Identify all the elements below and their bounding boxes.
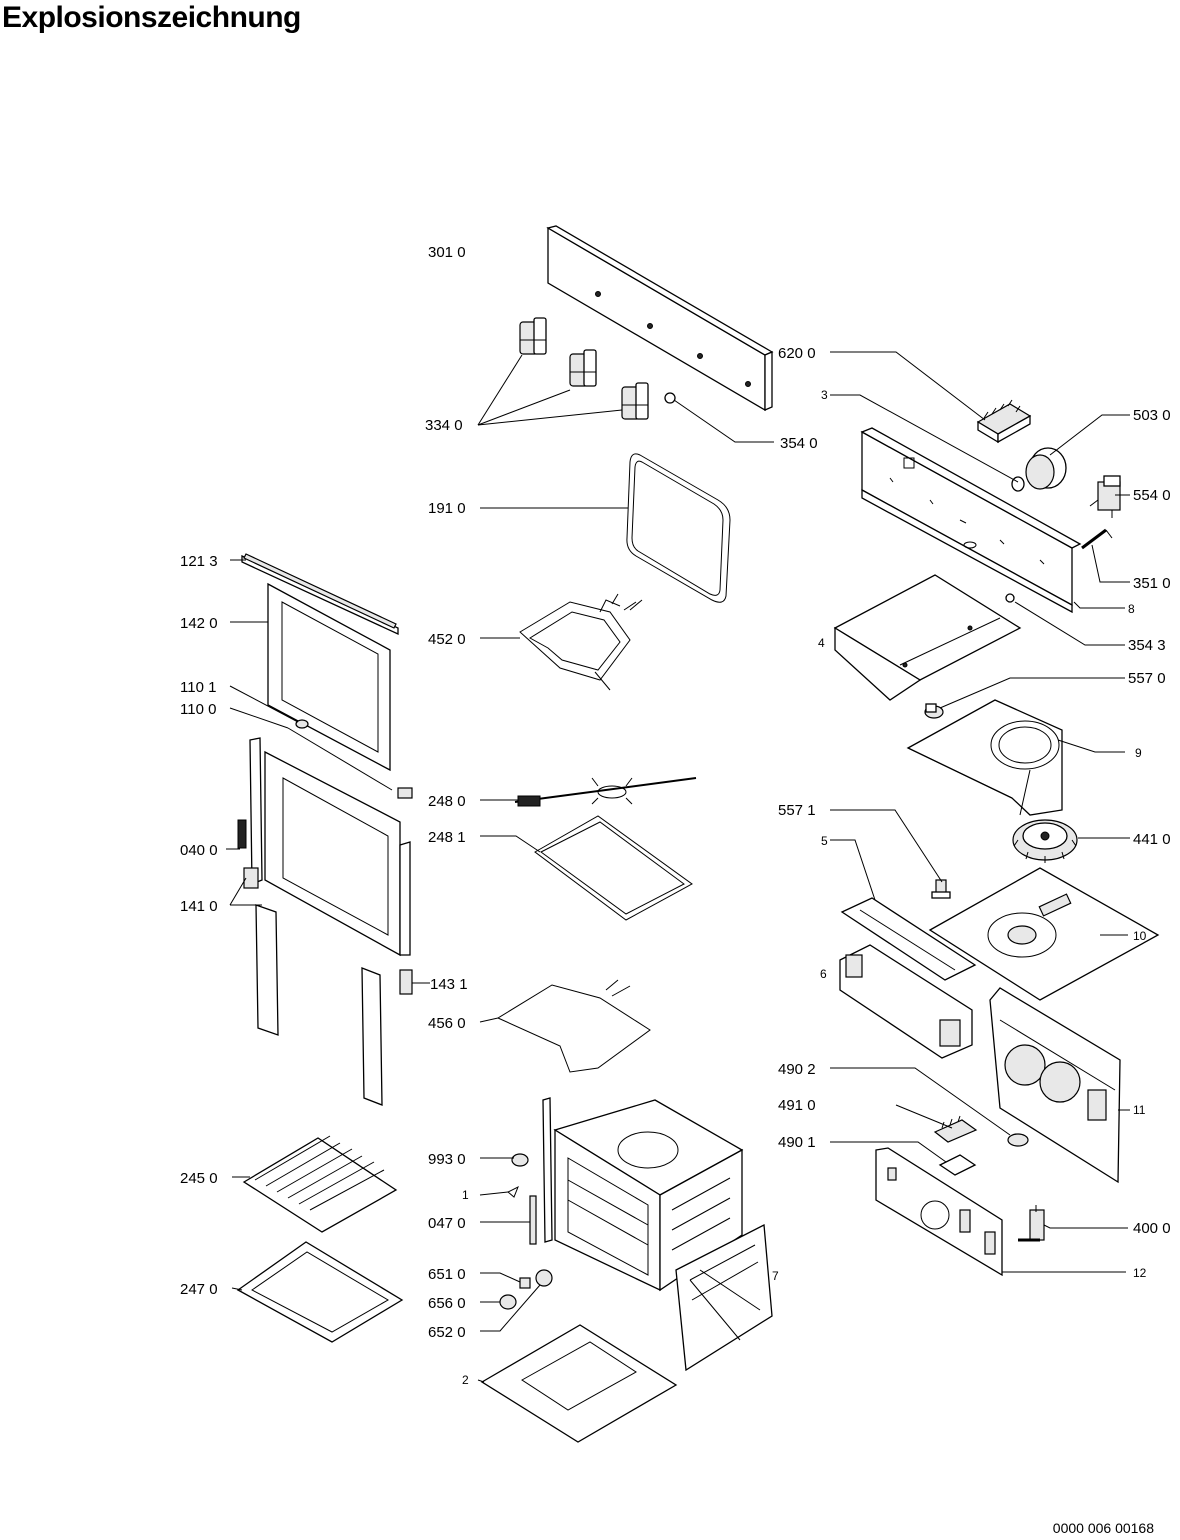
selector-switch-drawing <box>1089 475 1121 518</box>
document-code: 0000 006 00168 <box>1052 1520 1154 1536</box>
label-4: 4 <box>818 636 825 650</box>
oven-cavity-drawing <box>542 1097 744 1292</box>
label-12: 12 <box>1133 1266 1147 1280</box>
label-651-0: 651 0 <box>428 1266 466 1283</box>
label-110-0: 110 0 <box>180 701 216 718</box>
label-334-0: 334 0 <box>425 417 463 434</box>
leader-lines <box>226 351 1130 1383</box>
label-247-0: 247 0 <box>180 1281 218 1298</box>
bottom-heater-drawing <box>496 979 651 1073</box>
grill-rack-drawing <box>242 1135 398 1233</box>
side-wall-drawing <box>675 1223 773 1372</box>
heat-shield-drawing <box>833 574 1022 701</box>
fan-wheel-drawing <box>1012 819 1078 863</box>
label-8: 8 <box>1128 602 1135 616</box>
label-652-0: 652 0 <box>428 1324 466 1341</box>
door-gasket-drawing <box>626 453 731 603</box>
label-456-0: 456 0 <box>428 1015 466 1032</box>
label-557-0: 557 0 <box>1128 670 1166 687</box>
timer-drawing <box>1011 447 1067 492</box>
glass-strip-drawings <box>255 904 383 1106</box>
label-620-0: 620 0 <box>778 345 816 362</box>
label-248-0: 248 0 <box>428 793 466 810</box>
label-491-0: 491 0 <box>778 1097 816 1114</box>
label-490-1: 490 1 <box>778 1134 816 1151</box>
rear-wall-drawing <box>928 867 1160 1001</box>
label-400-0: 400 0 <box>1133 1220 1171 1237</box>
label-993-0: 993 0 <box>428 1151 466 1168</box>
label-503-0: 503 0 <box>1133 407 1171 424</box>
page-title: Explosionszeichnung <box>2 1 301 34</box>
label-11: 11 <box>1133 1103 1146 1117</box>
outer-glass-drawing <box>267 582 391 772</box>
lamp-sensor-drawing <box>1018 1205 1045 1242</box>
label-121-3: 121 3 <box>180 553 218 570</box>
label-5: 5 <box>821 834 828 848</box>
rail-drawing <box>840 897 977 981</box>
control-bracket-drawing <box>860 427 1082 614</box>
control-panel-drawing <box>546 225 774 412</box>
knob-drawings <box>519 317 676 420</box>
control-board-drawing <box>875 1147 1003 1277</box>
label-2: 2 <box>462 1373 469 1387</box>
thermostat-2-drawing <box>931 879 951 899</box>
label-656-0: 656 0 <box>428 1295 466 1312</box>
label-557-1: 557 1 <box>778 802 816 819</box>
rotisserie-rack-drawing <box>534 815 693 921</box>
side-panel-drawing <box>839 944 973 1059</box>
label-248-1: 248 1 <box>428 829 466 846</box>
bottom-panel-drawing <box>480 1324 678 1443</box>
label-142-0: 142 0 <box>180 615 218 632</box>
door-handle-drawing <box>287 719 413 799</box>
baking-tray-drawing <box>236 1241 404 1343</box>
small-parts-drawing <box>933 1115 1029 1176</box>
label-9: 9 <box>1135 746 1142 760</box>
label-191-0: 191 0 <box>428 500 466 517</box>
part-labels: 301 0 620 0 3 503 0 334 0 354 0 554 0 19… <box>180 244 1171 1387</box>
sensor-probe-drawing <box>1081 528 1113 550</box>
label-354-0: 354 0 <box>780 435 818 452</box>
top-heater-drawing <box>519 593 643 691</box>
label-110-1: 110 1 <box>180 679 216 696</box>
label-452-0: 452 0 <box>428 631 466 648</box>
label-6: 6 <box>820 967 827 981</box>
terminal-block-drawing <box>976 399 1032 444</box>
label-10: 10 <box>1133 929 1147 943</box>
inner-door-drawing <box>237 737 413 995</box>
fan-cover-drawing <box>906 699 1063 816</box>
fittings-drawing <box>499 1153 553 1310</box>
label-245-0: 245 0 <box>180 1170 218 1187</box>
label-141-0: 141 0 <box>180 898 218 915</box>
label-301-0: 301 0 <box>428 244 466 261</box>
label-490-2: 490 2 <box>778 1061 816 1078</box>
label-1: 1 <box>462 1188 469 1202</box>
label-351-0: 351 0 <box>1133 575 1171 592</box>
label-441-0: 441 0 <box>1133 831 1171 848</box>
label-3: 3 <box>821 388 828 402</box>
thermostat-drawing <box>924 703 944 719</box>
rotisserie-spit-drawing <box>514 777 697 807</box>
back-panel-drawing <box>989 987 1121 1184</box>
label-554-0: 554 0 <box>1133 487 1171 504</box>
label-7: 7 <box>772 1269 779 1283</box>
label-354-3: 354 3 <box>1128 637 1166 654</box>
label-143-1: 143 1 <box>430 976 468 993</box>
label-047-0: 047 0 <box>428 1215 466 1232</box>
label-040-0: 040 0 <box>180 842 218 859</box>
